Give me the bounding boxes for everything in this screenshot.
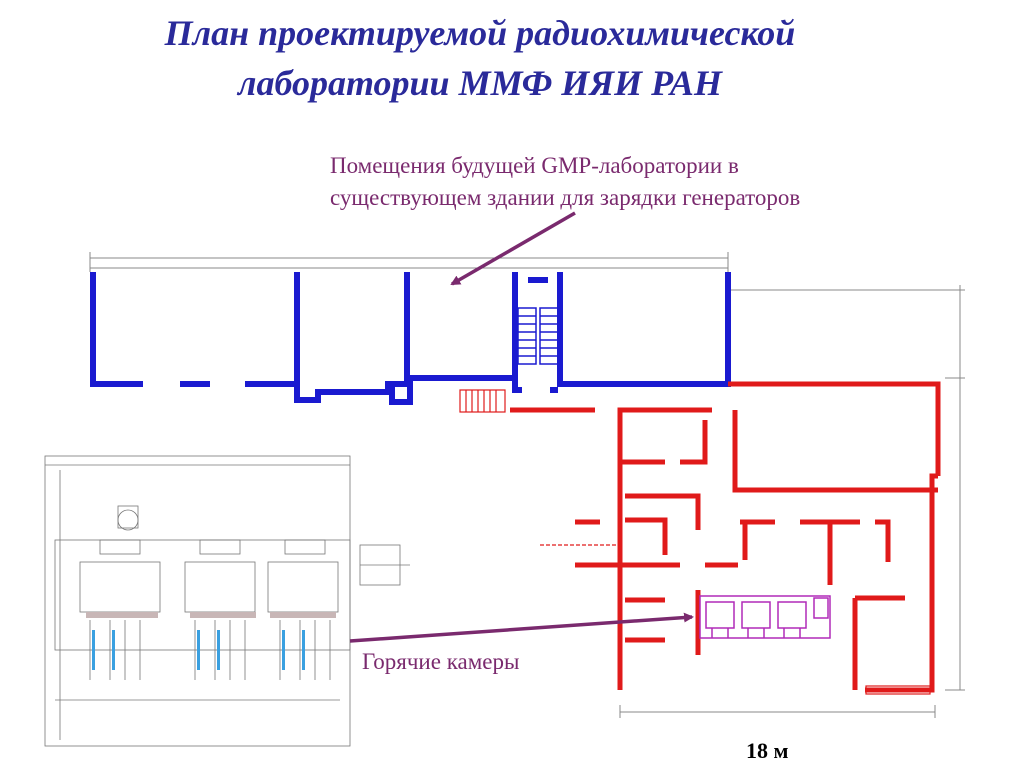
- new-building: [510, 381, 941, 693]
- annotation-gmp-line-2: существующем здании для зарядки генерато…: [330, 185, 801, 210]
- hot-cells-plan: [699, 595, 831, 639]
- title-line-1: План проектируемой радиохимической: [164, 13, 796, 53]
- staircase-new: [459, 389, 931, 695]
- hot-cells-section-drawing: [44, 455, 410, 747]
- annotation-gmp-rooms: Помещения будущей GMP-лаборатории в суще…: [330, 150, 970, 214]
- hot-cells-section-fills: [86, 612, 336, 618]
- staircase-existing: [517, 307, 559, 365]
- scale-label: 18 м: [746, 738, 789, 763]
- dimension-lines: [89, 252, 965, 718]
- annotation-hot-cells: Горячие камеры: [362, 649, 520, 674]
- arrow-to-hot-cells: [349, 612, 694, 643]
- hot-cells-section-marks: [92, 630, 305, 670]
- annotation-gmp-line-1: Помещения будущей GMP-лаборатории в: [330, 153, 739, 178]
- title-line-2: лаборатории ММФ ИЯИ РАН: [238, 63, 722, 103]
- arrow-to-gmp-rooms: [450, 211, 576, 286]
- existing-building: [90, 272, 731, 405]
- page-title: План проектируемой радиохимической лабор…: [0, 8, 960, 108]
